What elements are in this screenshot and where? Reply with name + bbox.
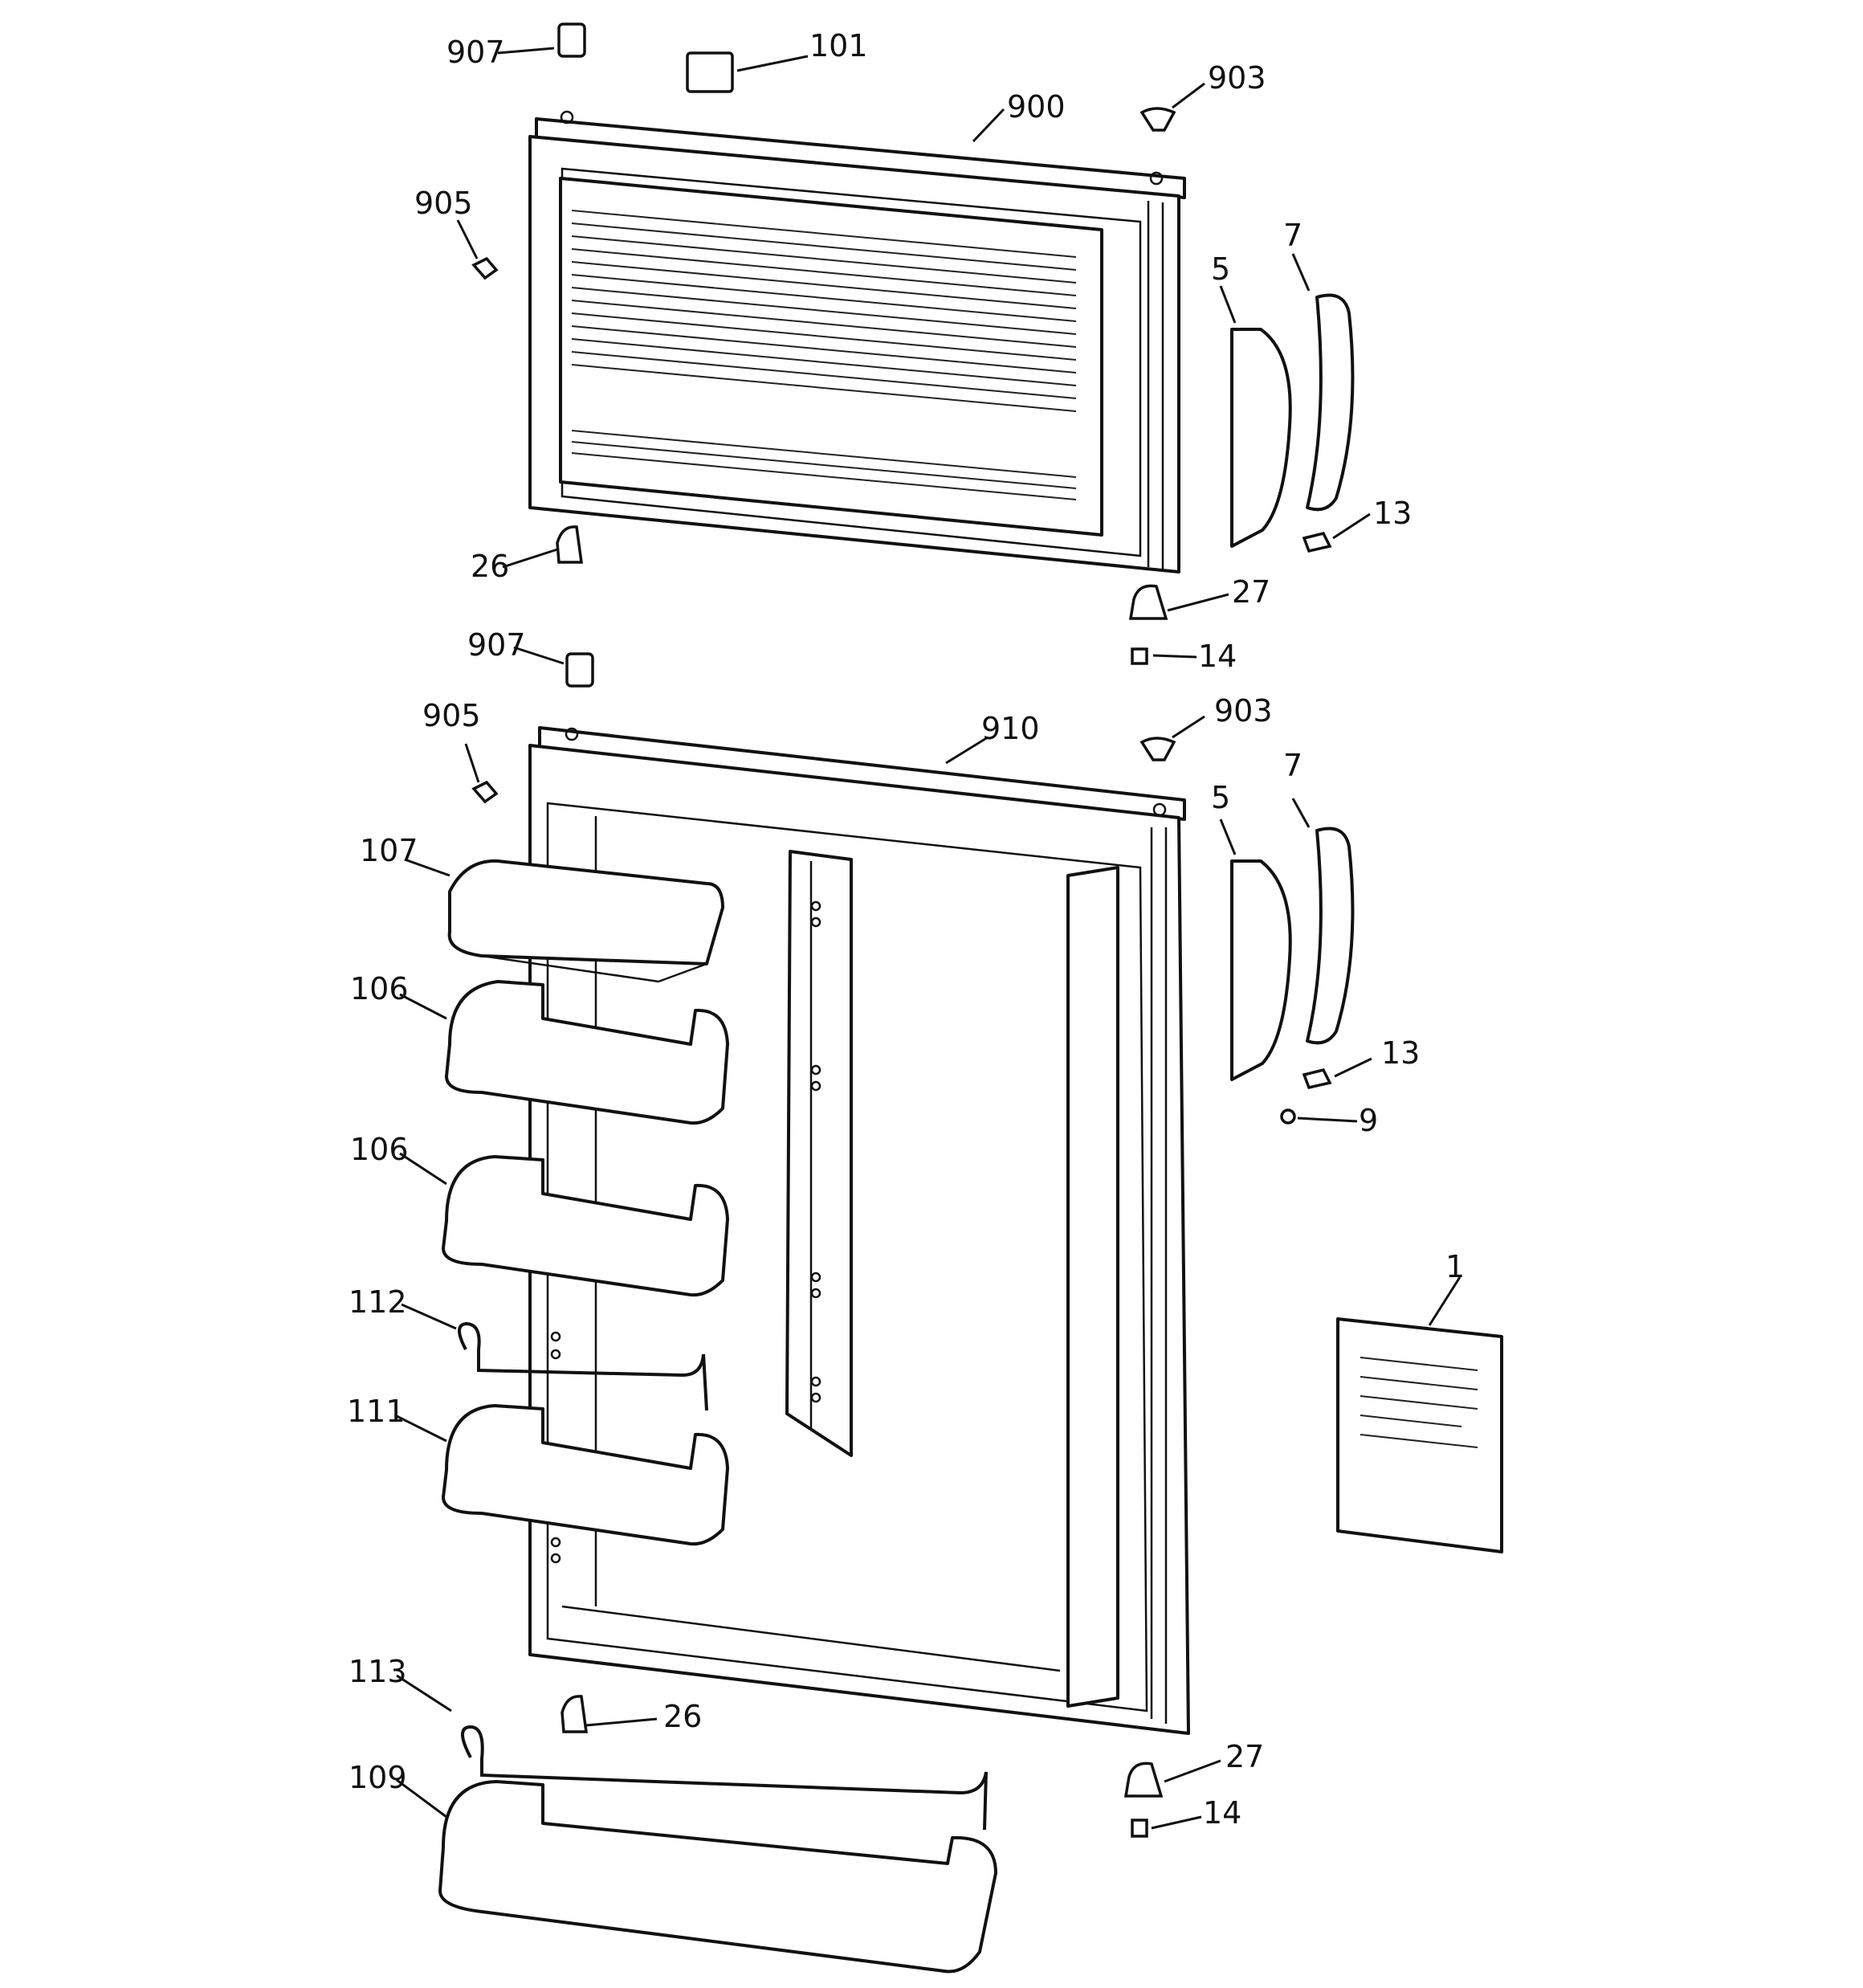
callout-13-upper: 13 [1373, 496, 1412, 531]
door-bin-106-upper [445, 980, 729, 1125]
callout-111: 111 [347, 1394, 406, 1429]
callout-905-upper: 905 [414, 186, 473, 221]
callout-5-lower: 5 [1211, 780, 1230, 815]
callout-107: 107 [360, 833, 418, 868]
bin-retainer-112 [458, 1321, 708, 1411]
callout-905-lower: 905 [422, 698, 481, 733]
callout-13-lower: 13 [1381, 1035, 1420, 1071]
owners-manual-1 [1336, 1317, 1503, 1553]
callout-7-upper: 7 [1283, 218, 1302, 253]
callout-27-lower: 27 [1225, 1739, 1264, 1774]
handle-5-upper [1230, 328, 1292, 548]
callout-903-lower: 903 [1214, 693, 1273, 729]
callout-907-lower: 907 [467, 627, 526, 663]
leader-lines [394, 47, 1461, 1830]
callout-26-upper: 26 [471, 549, 509, 584]
handle-7-lower [1306, 827, 1355, 1045]
handle-5-lower [1230, 859, 1292, 1081]
door-bin-111 [442, 1404, 729, 1546]
callout-7-lower: 7 [1283, 748, 1302, 783]
handle-7-upper [1306, 293, 1355, 512]
dairy-compartment-107 [447, 859, 724, 983]
callout-910: 910 [981, 711, 1040, 746]
bin-retainer-113 [461, 1725, 988, 1831]
callout-26-lower: 26 [663, 1699, 702, 1734]
callout-112: 112 [349, 1284, 407, 1320]
callout-106-upper: 106 [350, 971, 409, 1006]
small-parts [471, 22, 1332, 1838]
door-bin-106-lower [442, 1155, 729, 1297]
freezer-door-900 [528, 110, 1186, 574]
callout-907-upper: 907 [446, 35, 505, 70]
callout-9: 9 [1359, 1103, 1378, 1138]
callout-106-lower: 106 [350, 1132, 409, 1167]
callout-5-upper: 5 [1211, 251, 1230, 287]
callout-labels: 907 101 900 903 905 7 5 13 26 27 14 907 … [347, 28, 1465, 1831]
callout-113: 113 [349, 1654, 407, 1689]
callout-109: 109 [349, 1760, 407, 1795]
callout-14-upper: 14 [1198, 639, 1237, 674]
callout-14-lower: 14 [1203, 1795, 1241, 1831]
callout-1: 1 [1445, 1249, 1465, 1284]
callout-903-upper: 903 [1208, 60, 1266, 96]
callout-101: 101 [809, 28, 868, 63]
door-bin-109 [438, 1780, 997, 1974]
callout-27-upper: 27 [1232, 574, 1270, 610]
callout-900: 900 [1007, 89, 1066, 125]
